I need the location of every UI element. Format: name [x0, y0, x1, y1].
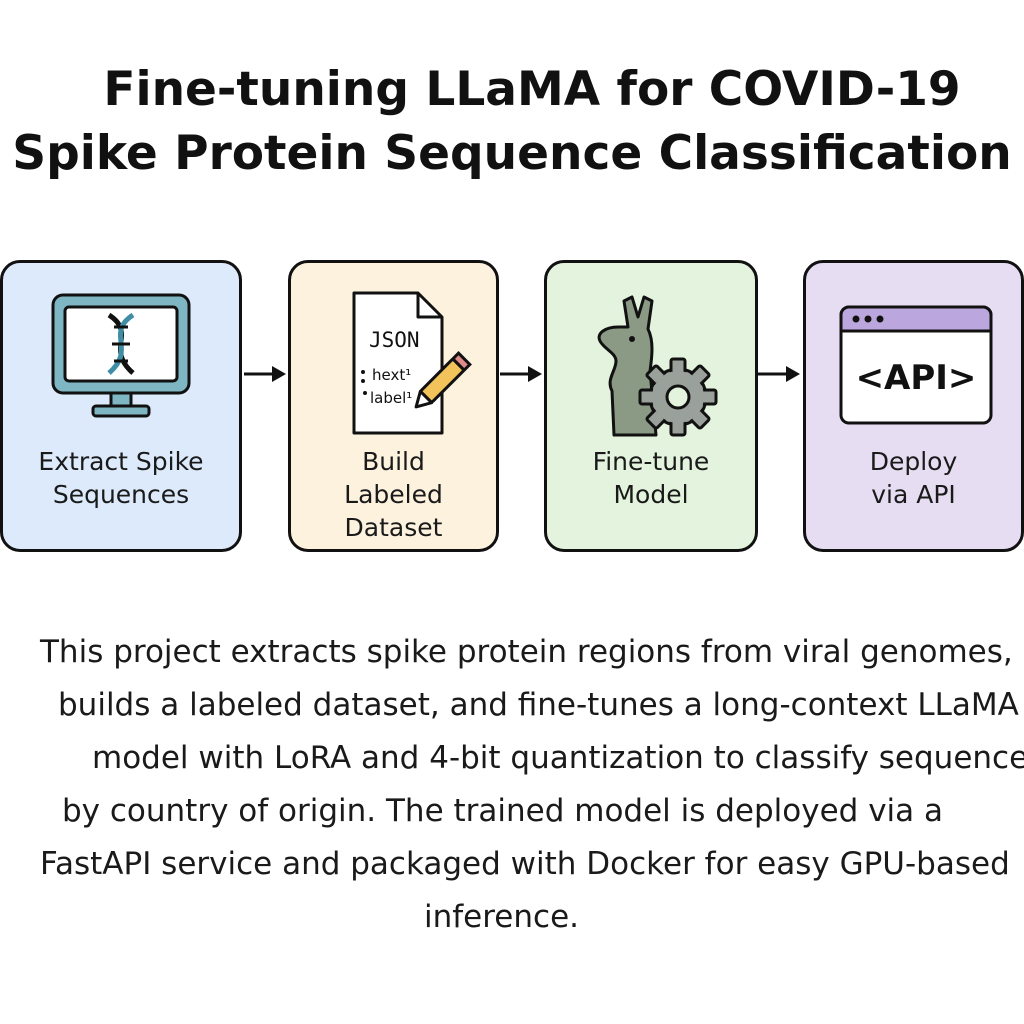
title-line-1: Fine-tuning LLaMA for COVID-19: [103, 62, 961, 117]
step-label: Extract Spike Sequences: [38, 447, 204, 509]
page-title: Fine-tuning LLaMA for COVID-19 Spike Pro…: [0, 58, 1024, 186]
svg-text:JSON: JSON: [369, 328, 420, 352]
step-label: Build Labeled Dataset: [344, 447, 443, 542]
llama-gear-icon: [547, 287, 755, 447]
step-build-labeled-dataset: JSON hext¹ label¹ Build Labeled Dataset: [288, 260, 499, 552]
step-extract-spike-sequences: Extract Spike Sequences: [0, 260, 242, 552]
arrow-right-icon: [244, 366, 286, 382]
svg-text:hext¹: hext¹: [372, 366, 411, 384]
api-window-icon: <API>: [806, 287, 1021, 447]
project-description: This project extracts spike protein regi…: [40, 634, 1024, 935]
json-document-pencil-icon: JSON hext¹ label¹: [291, 287, 496, 447]
step-label: Deploy via API: [869, 447, 958, 509]
step-label: Fine-tune Model: [592, 447, 710, 509]
arrow-right-icon: [758, 366, 800, 382]
svg-text:label¹: label¹: [370, 389, 412, 407]
step-deploy-via-api: <API> Deploy via API: [803, 260, 1024, 552]
arrow-right-icon: [500, 366, 542, 382]
title-line-2: Spike Protein Sequence Classification: [12, 126, 1012, 181]
step-fine-tune-model: Fine-tune Model: [544, 260, 758, 552]
monitor-dna-icon: [3, 287, 239, 447]
svg-text:<API>: <API>: [855, 358, 976, 398]
